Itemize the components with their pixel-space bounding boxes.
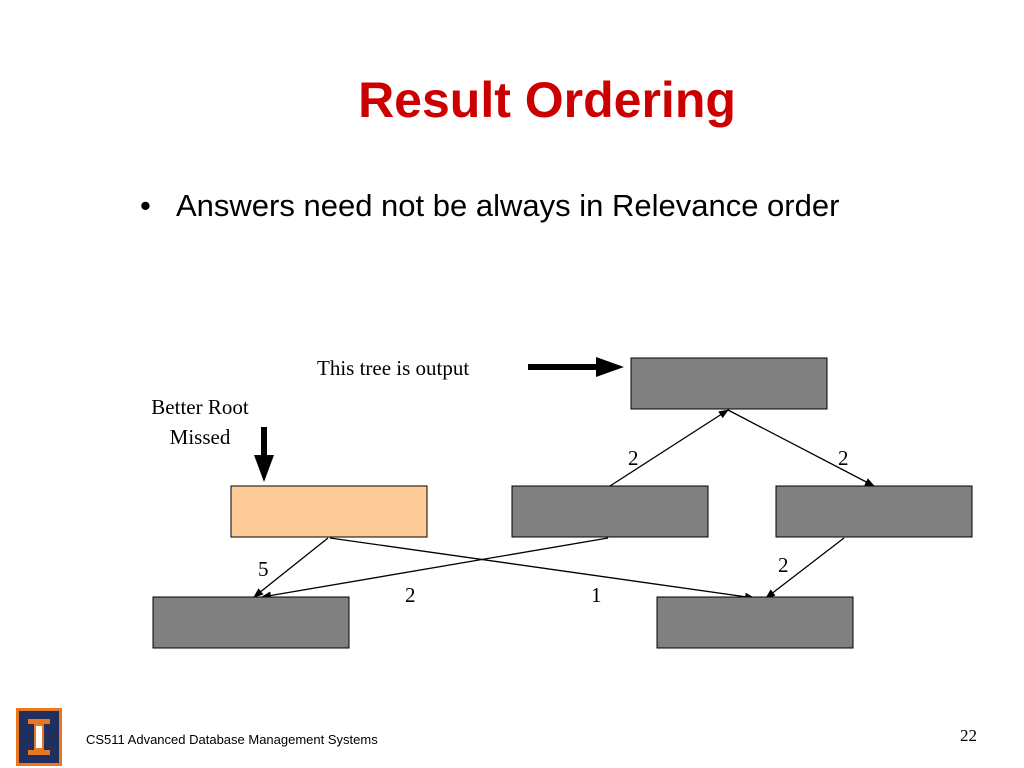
missed-label-line2: Missed xyxy=(170,425,231,449)
missed-label-line1: Better Root xyxy=(151,395,249,419)
edge-orange-to-bottom-right xyxy=(329,537,755,601)
better-root-node xyxy=(230,485,428,538)
top-node xyxy=(630,357,828,410)
bullet-text: Answers need not be always in Relevance … xyxy=(176,188,840,223)
bullet-dot: • xyxy=(140,188,151,223)
edge-right-to-bottom-right xyxy=(765,537,845,599)
edge-mid-to-top xyxy=(609,409,729,487)
output-label: This tree is output xyxy=(317,356,469,380)
edge-weight-top-right: 2 xyxy=(838,446,849,470)
edge-orange-to-bottom-left xyxy=(253,537,329,598)
edge-weight-top-mid: 2 xyxy=(628,446,639,470)
university-logo xyxy=(16,708,62,766)
bottom-left-node xyxy=(152,596,350,649)
bottom-right-node xyxy=(656,596,854,649)
page-number: 22 xyxy=(960,726,977,745)
edge-top-to-right xyxy=(727,409,875,487)
course-footer: CS511 Advanced Database Management Syste… xyxy=(86,732,378,747)
edge-weight-mid-bottom-left: 2 xyxy=(405,583,416,607)
slide-title: Result Ordering xyxy=(358,72,736,128)
edge-mid-to-bottom-left xyxy=(261,537,609,600)
right-node xyxy=(775,485,973,538)
missed-arrow-head xyxy=(254,455,274,482)
edge-weight-right-bottom-right: 2 xyxy=(778,553,789,577)
edge-weight-orange-bottom-right: 1 xyxy=(591,583,602,607)
bullet-item: • Answers need not be always in Relevance… xyxy=(140,186,839,226)
edge-weight-orange-bottom-left: 5 xyxy=(258,557,269,581)
middle-node xyxy=(511,485,709,538)
output-arrow-head xyxy=(596,357,624,377)
